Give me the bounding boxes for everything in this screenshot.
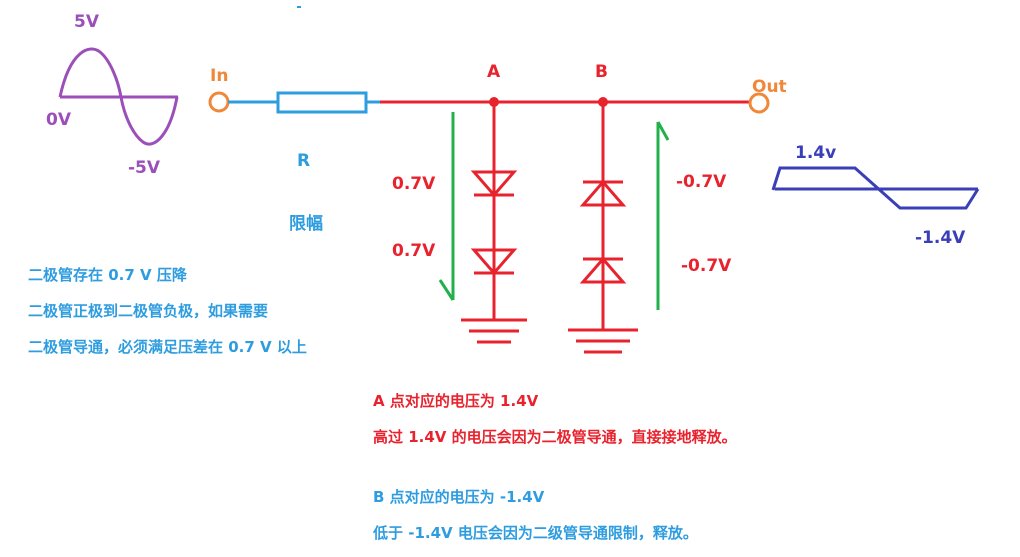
note-a-1: A 点对应的电压为 1.4V (373, 392, 539, 410)
diode-a1 (470, 170, 518, 198)
current-arrow-a (438, 112, 455, 301)
in-terminal (208, 91, 230, 113)
branch-a (461, 102, 527, 344)
input-trough-label: -5V (128, 158, 161, 178)
diode-a2 (470, 248, 518, 276)
diode-b1 (579, 179, 627, 207)
limit-label: 限幅 (289, 214, 323, 234)
node-b-label: B (595, 62, 608, 82)
branch-b (568, 102, 638, 354)
output-low-label: -1.4V (915, 228, 966, 248)
out-label: Out (752, 77, 787, 97)
note-left-1: 二极管存在 0.7 V 压降 (28, 266, 187, 284)
drop-a-lower: 0.7V (392, 241, 436, 261)
in-label: In (210, 66, 229, 86)
drop-b-lower: -0.7V (681, 256, 732, 276)
note-b-1: B 点对应的电压为 -1.4V (373, 488, 545, 506)
drop-a-upper: 0.7V (392, 174, 436, 194)
ground-b (568, 328, 638, 354)
note-left-3: 二极管导通，必须满足压差在 0.7 V 以上 (28, 338, 307, 356)
drop-b-upper: -0.7V (676, 172, 727, 192)
node-a-label: A (487, 62, 501, 82)
ground-a (461, 318, 527, 344)
note-b-2: 低于 -1.4V 电压会因为二级管导通限制，释放。 (373, 524, 698, 542)
resistor-r (276, 91, 368, 114)
current-arrow-b (656, 121, 670, 310)
note-left-2: 二极管正极到二极管负极，如果需要 (28, 302, 269, 320)
input-zero-label: 0V (46, 110, 71, 130)
out-terminal (748, 92, 770, 114)
diode-b2 (579, 256, 627, 284)
input-peak-label: 5V (74, 12, 99, 32)
output-high-label: 1.4v (795, 143, 837, 163)
note-a-2: 高过 1.4V 的电压会因为二极管导通，直接接地释放。 (373, 428, 737, 446)
resistor-label: R (297, 151, 311, 171)
